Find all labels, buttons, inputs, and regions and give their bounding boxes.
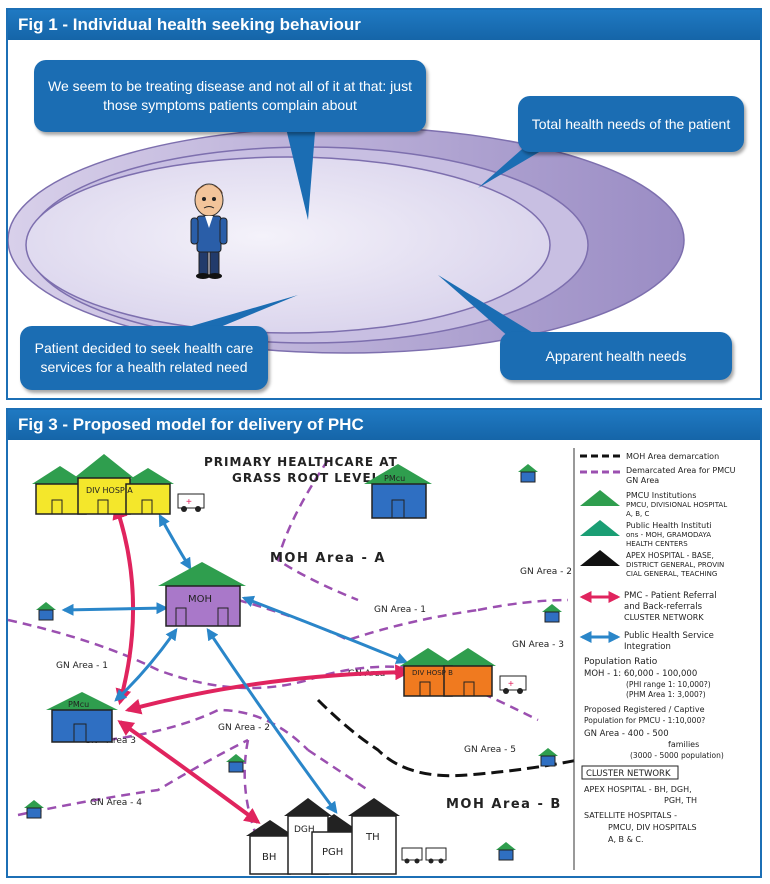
gn2-mid-label: GN Area - 2 (218, 723, 270, 733)
legend-prop-1: Proposed Registered / Captive (584, 705, 705, 714)
legend-red-2: and Back-referrals (624, 602, 703, 612)
moh-building-label: MOH (188, 594, 212, 605)
legend-pop-phm: (PHM Area 1: 3,000?) (626, 690, 706, 699)
legend-pop-phi: (PHI range 1: 10,000?) (626, 680, 711, 689)
legend-blue-1: Public Health Service (624, 631, 714, 641)
pgh-label: PGH (322, 847, 343, 858)
satellite-huts (24, 464, 562, 861)
legend-red-1: PMC - Patient Referral (624, 591, 717, 601)
gn-boundary-lines (8, 459, 569, 841)
fig3-heading-line2: GRASS ROOT LEVEL (232, 471, 380, 485)
legend-cluster: CLUSTER NETWORK (586, 769, 671, 779)
fig3-panel: Fig 3 - Proposed model for delivery of P… (6, 408, 762, 878)
moh-area-a-label: MOH Area - A (270, 551, 386, 566)
legend-gn-area-1: GN Area - 400 - 500 (584, 729, 669, 739)
moh-boundary-line (316, 698, 579, 778)
legend-gn-line-2: GN Area (626, 476, 659, 485)
patient-figure-icon (190, 183, 228, 279)
legend-teal-3: HEALTH CENTERS (626, 540, 688, 548)
gn1-top-label: GN Area - 1 (374, 605, 426, 615)
dgh-label: DGH (294, 825, 315, 835)
fig1-title: Fig 1 - Individual health seeking behavi… (8, 10, 760, 40)
fig3-map: PRIMARY HEALTHCARE AT GRASS ROOT LEVEL M… (8, 448, 736, 875)
legend-gn-area-2: families (668, 740, 699, 749)
callout-total-health-needs: Total health needs of the patient (518, 96, 744, 152)
legend-sat-1: SATELLITE HOSPITALS - (584, 811, 677, 820)
legend-apex-1: APEX HOSPITAL - BH, DGH, (584, 785, 692, 794)
pmcu-top-building (364, 464, 432, 519)
gn3-right-label: GN Area - 3 (512, 640, 564, 650)
gn5-label: GN Area - 5 (464, 745, 516, 755)
legend-apex-2: PGH, TH (664, 796, 697, 805)
legend-black-3: CIAL GENERAL, TEACHING (626, 570, 717, 578)
fig3-title: Fig 3 - Proposed model for delivery of P… (8, 410, 760, 440)
callout-tail-patient (178, 295, 298, 330)
fig3-heading-line1: PRIMARY HEALTHCARE AT (204, 455, 398, 469)
callout-tail-apparent (438, 275, 553, 345)
apex-hospitals-building (246, 798, 400, 875)
div-hosp-a-label: DIV HOSP A (86, 486, 133, 495)
legend-red-3: CLUSTER NETWORK (624, 613, 704, 622)
legend-gn-line-1: Demarcated Area for PMCU (626, 466, 736, 475)
gn4-left-label: GN Area - 4 (90, 798, 142, 808)
legend-pop-moh: MOH - 1: 60,000 - 100,000 (584, 669, 697, 679)
legend-pop-title: Population Ratio (584, 657, 658, 667)
legend-green-2: PMCU, DIVISIONAL HOSPITAL (626, 501, 727, 509)
moh-area-b-label: MOH Area - B (446, 797, 562, 812)
gn2-right-label: GN Area - 2 (520, 567, 572, 577)
moh-building (158, 562, 246, 627)
legend-sat-3: A, B & C. (608, 835, 644, 844)
legend-green-1: PMCU Institutions (626, 491, 696, 500)
legend-prop-2: Population for PMCU - 1:10,000? (584, 716, 705, 725)
div-hosp-b-building (400, 648, 496, 697)
pmcu-left-building (46, 692, 118, 743)
ambulance-icon (401, 847, 423, 864)
pmcu-left-label: PMcu (68, 700, 89, 709)
legend-gn-area-3: (3000 - 5000 population) (630, 751, 724, 760)
legend-black-2: DISTRICT GENERAL, PROVIN (626, 561, 724, 569)
callout-apparent-health-needs: Apparent health needs (500, 332, 732, 380)
div-hosp-a-building (32, 454, 174, 515)
ambulance-icon: + (177, 493, 205, 512)
legend-teal-1: Public Health Instituti (626, 521, 712, 530)
th-label: TH (365, 832, 380, 843)
legend: MOH Area demarcation Demarcated Area for… (579, 452, 736, 844)
legend-moh-line: MOH Area demarcation (626, 452, 719, 461)
gn1-left-label: GN Area - 1 (56, 661, 108, 671)
service-arrows (61, 513, 409, 814)
ambulance-icon: + (499, 675, 527, 694)
legend-green-3: A, B, C (626, 510, 649, 518)
legend-blue-2: Integration (624, 642, 671, 652)
svg-text:+: + (186, 497, 192, 508)
bh-label: BH (262, 852, 276, 863)
callout-treating-disease: We seem to be treating disease and not a… (34, 60, 426, 132)
apparent-needs-ellipse (25, 156, 551, 334)
legend-sat-2: PMCU, DIV HOSPITALS (608, 823, 697, 832)
legend-teal-2: ons - MOH, GRAMODAYA (626, 531, 711, 539)
div-hosp-b-label: DIV HOSP B (412, 669, 453, 677)
legend-black-1: APEX HOSPITAL - BASE, (626, 551, 714, 560)
callout-patient-decided: Patient decided to seek health care serv… (20, 326, 268, 390)
fig1-panel: Fig 1 - Individual health seeking behavi… (6, 8, 762, 400)
pmcu-top-label: PMcu (384, 474, 405, 483)
svg-text:+: + (508, 679, 514, 690)
ambulance-icon (425, 847, 447, 864)
fig1-diagram (8, 95, 685, 354)
